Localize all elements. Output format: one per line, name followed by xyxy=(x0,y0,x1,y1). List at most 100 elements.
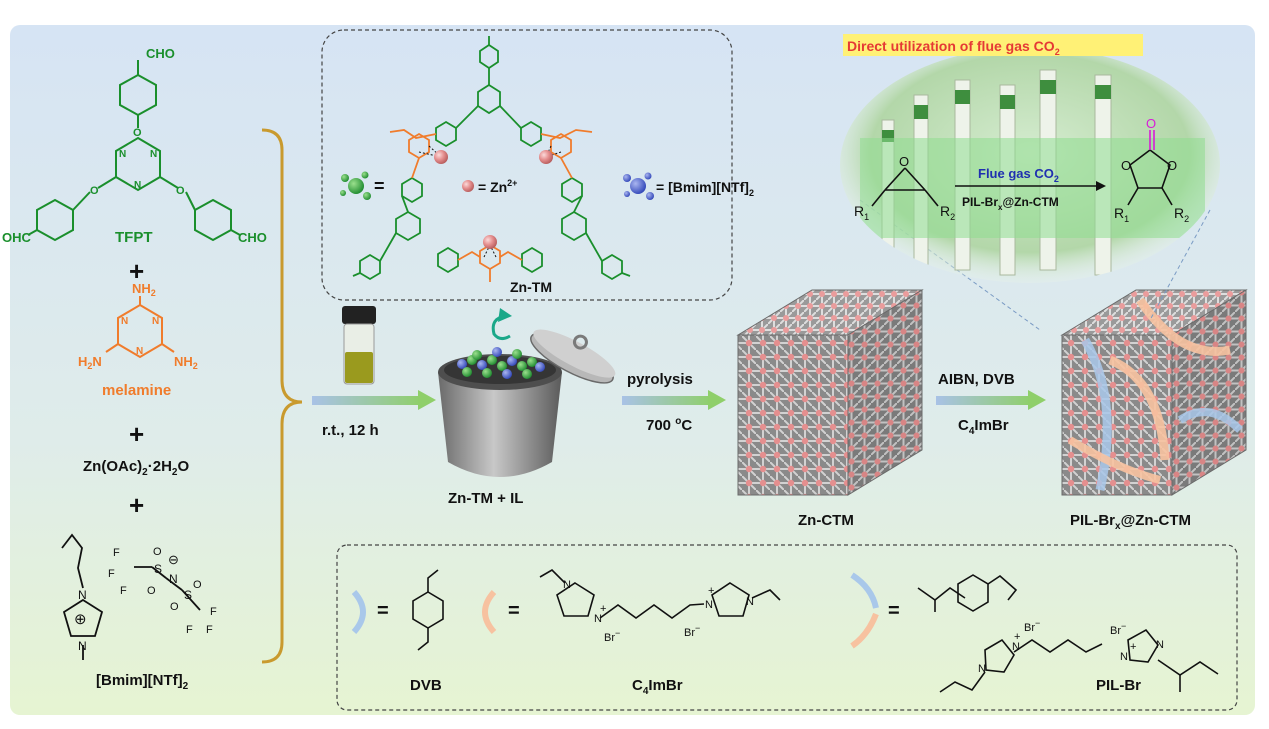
zn-tm-network xyxy=(352,36,631,282)
melamine-structure xyxy=(105,296,175,359)
c4imbr-n4: N xyxy=(746,596,754,608)
pilbr-label: PIL-Br xyxy=(1096,677,1141,694)
pilbr-plus1: + xyxy=(1014,631,1020,643)
cube1-label: Zn-CTM xyxy=(798,512,854,529)
c4imbr-br2: Br− xyxy=(684,623,700,639)
carbonate-o-right: O xyxy=(1167,158,1177,173)
rotation-arrow-icon xyxy=(491,314,511,341)
il-n1: N xyxy=(78,588,87,602)
pilbr-structure xyxy=(917,574,1219,693)
zinc-acetate-label: Zn(OAc)2·2H2O xyxy=(83,458,189,478)
flue-gas-panel: Direct utilization of flue gas CO2 O R1 … xyxy=(840,34,1220,283)
vessel-label: Zn-TM + IL xyxy=(448,490,523,507)
dual-ribbon-icon-orange xyxy=(850,612,879,649)
tfpt-n2: N xyxy=(150,149,157,160)
il-o1: O xyxy=(153,546,162,558)
melamine-nh2-right: NH2 xyxy=(174,354,198,371)
epoxide-r2: R2 xyxy=(940,203,955,222)
plus-sign-2: + xyxy=(129,419,144,449)
epoxide-o: O xyxy=(899,154,909,169)
step3-top-label: AIBN, DVB xyxy=(938,371,1015,388)
step2-bottom-label: 700 oC xyxy=(646,416,692,434)
ionic-liquid-label: [Bmim][NTf]2 xyxy=(96,672,189,692)
il-f4: F xyxy=(210,606,217,618)
melamine-n3: N xyxy=(136,346,143,357)
pil-zn-ctm-cube xyxy=(1060,289,1248,496)
carbonate-r2: R2 xyxy=(1174,205,1189,224)
carbonate-r1: R1 xyxy=(1114,205,1129,224)
pilbr-n2: N xyxy=(1012,641,1020,653)
tfpt-o-top: O xyxy=(133,127,142,139)
step2-top-label: pyrolysis xyxy=(627,371,693,388)
c4imbr-structure xyxy=(539,568,781,619)
tfpt-ohc-left: OHC xyxy=(2,230,32,245)
zn-legend-ball xyxy=(462,180,474,192)
il-f5: F xyxy=(206,624,213,636)
step2-arrow xyxy=(622,396,712,405)
il-n2: N xyxy=(78,639,87,653)
c4imbr-n1: N xyxy=(563,579,571,591)
blue-ribbon-icon xyxy=(351,589,366,635)
crucible xyxy=(438,329,616,477)
il-n: N xyxy=(169,572,178,586)
il-minus: ⊖ xyxy=(168,552,179,567)
zn-ion-left xyxy=(434,150,448,164)
dvb-structure xyxy=(412,569,444,651)
tfpt-n3: N xyxy=(134,180,141,191)
il-f2: F xyxy=(108,568,115,580)
step3-arrow xyxy=(936,396,1032,405)
il-plus: ⊕ xyxy=(74,611,87,628)
step3-arrowhead xyxy=(1028,390,1046,410)
reaction-vial xyxy=(342,306,376,385)
melamine-label: melamine xyxy=(102,382,171,399)
tfpt-cho-top: CHO xyxy=(146,46,175,61)
c4imbr-plus2: + xyxy=(708,585,714,597)
step1-arrow xyxy=(312,396,422,405)
cube2-label: PIL-Brx@Zn-CTM xyxy=(1070,512,1191,532)
step2-arrowhead xyxy=(708,390,726,410)
tfpt-n1: N xyxy=(119,149,126,160)
step1-conditions: r.t., 12 h xyxy=(322,422,379,439)
step1-arrowhead xyxy=(418,390,436,410)
tfpt-o-right: O xyxy=(176,185,185,197)
zn-tm-title: Zn-TM xyxy=(510,279,552,295)
pilbr-n3: N xyxy=(1120,651,1128,663)
melamine-n2: N xyxy=(152,316,159,327)
green-cluster-equals: = xyxy=(374,176,385,196)
zn-tm-box xyxy=(321,29,733,301)
pilbr-br1: Br− xyxy=(1024,618,1040,634)
il-o4: O xyxy=(193,579,202,591)
dual-ribbon-icon-blue xyxy=(850,572,879,609)
pilbr-br2: Br− xyxy=(1110,621,1126,637)
il-s2: S xyxy=(184,588,192,602)
step3-bottom-label: C4ImBr xyxy=(958,417,1009,437)
c4imbr-br1: Br− xyxy=(604,628,620,644)
c4imbr-n2: N xyxy=(594,613,602,625)
plus-sign-3: + xyxy=(129,490,144,520)
melamine-h2n-left: H2N xyxy=(78,354,102,371)
tfpt-structure xyxy=(27,60,241,242)
pilbr-n1: N xyxy=(978,663,986,675)
blue-cluster-icon xyxy=(623,172,654,200)
c4imbr-n3: N xyxy=(705,599,713,611)
reactants-bracket xyxy=(261,128,303,664)
rotation-arrowhead-icon xyxy=(498,308,512,322)
tfpt-cho-right: CHO xyxy=(238,230,267,245)
il-legend-label: = [Bmim][NTf]2 xyxy=(656,179,754,198)
flue-gas-title: Direct utilization of flue gas CO2 xyxy=(847,38,1060,57)
dvb-label: DVB xyxy=(410,677,442,694)
il-f3: F xyxy=(120,585,127,597)
il-f6: F xyxy=(186,624,193,636)
flue-gas-arrow-top: Flue gas CO2 xyxy=(978,166,1059,184)
c4imbr-plus1: + xyxy=(600,603,606,615)
il-f1: F xyxy=(113,547,120,559)
zn-ctm-cube xyxy=(736,289,924,496)
zn-ion-bottom xyxy=(483,235,497,249)
green-cluster-icon xyxy=(340,171,371,200)
dvb-equals: = xyxy=(377,600,389,622)
pilbr-n4: N xyxy=(1156,639,1164,651)
epoxide-r1: R1 xyxy=(854,203,869,222)
zn-legend-label: = Zn2+ xyxy=(478,178,517,195)
tfpt-o-left: O xyxy=(90,185,99,197)
